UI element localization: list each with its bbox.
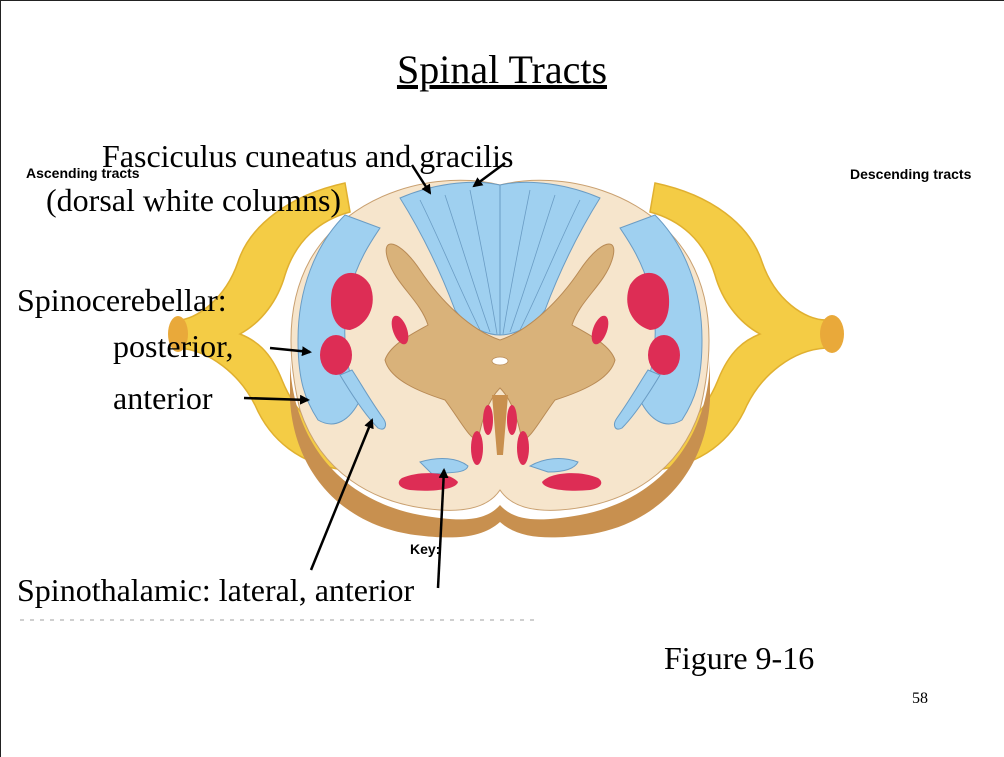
figure-reference: Figure 9-16 — [664, 640, 814, 676]
tract-left-anterior-a — [483, 405, 493, 435]
tract-right-posterior-spinocerebellar — [648, 335, 680, 375]
tract-left-posterior-spinocerebellar — [320, 335, 352, 375]
page-number: 58 — [912, 690, 928, 708]
key-label: Key: — [410, 541, 440, 557]
tract-right-anterior-a — [507, 405, 517, 435]
spinocerebellar-label: Spinocerebellar: — [17, 282, 227, 318]
spinocerebellar-anterior-label: anterior — [113, 380, 213, 416]
fasciculus-label-line2: (dorsal white columns) — [46, 182, 341, 218]
slide-title: Spinal Tracts — [0, 46, 1004, 93]
tract-right-anterior-b — [517, 431, 529, 465]
spinocerebellar-posterior-label: posterior, — [113, 328, 233, 364]
tract-left-anterior-b — [471, 431, 483, 465]
fasciculus-label-line1: Fasciculus cuneatus and gracilis — [102, 138, 513, 174]
spinothalamic-label: Spinothalamic: lateral, anterior — [17, 572, 414, 608]
central-canal — [492, 357, 508, 365]
descending-tracts-heading: Descending tracts — [850, 166, 971, 182]
